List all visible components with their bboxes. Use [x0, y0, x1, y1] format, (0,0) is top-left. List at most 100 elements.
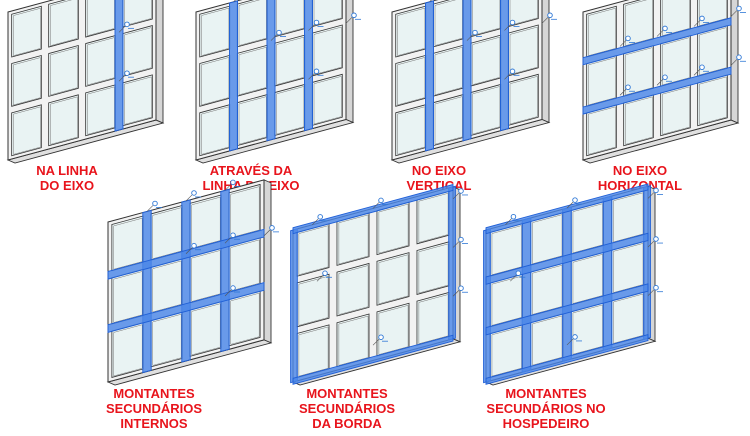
caption-line: SECUNDÁRIOS: [105, 401, 203, 416]
mullion-tag-icon: [547, 12, 553, 19]
glass-pane: [336, 262, 370, 317]
pane-bevel: [613, 243, 644, 293]
pane-bevel: [13, 7, 41, 56]
wall-side-face: [263, 179, 272, 344]
pane-bevel: [418, 243, 449, 294]
tag-leader: [466, 34, 474, 41]
caption-line: HORIZONTAL: [597, 178, 683, 193]
mullion-tag-icon: [510, 214, 517, 220]
pane-bevel: [87, 0, 115, 37]
mullion-tag-icon: [653, 236, 659, 242]
pane-bevel: [509, 76, 538, 125]
mullion-tag-icon: [378, 334, 384, 340]
wall-side-face: [345, 0, 354, 124]
tag-leader: [541, 17, 549, 24]
tag-leader: [429, 0, 432, 3]
mullion-tag-icon: [662, 74, 668, 81]
mullion-tag-icon: [276, 29, 282, 36]
tag-leader: [372, 202, 380, 209]
tag-leader: [233, 0, 236, 3]
pane-bevel: [298, 275, 329, 326]
pane-bevel: [699, 27, 727, 76]
pane-bevel: [238, 0, 267, 46]
pane-bevel: [472, 36, 501, 86]
highlighted-mullion: [643, 185, 651, 341]
highlighted-mullion: [220, 188, 230, 353]
pane-bevel: [434, 46, 463, 96]
curtain-wall-illustration: [390, 0, 557, 164]
caption-line: MONTANTES: [505, 386, 587, 401]
pane-bevel: [572, 304, 603, 355]
tag-leader: [566, 201, 574, 209]
glass-pane: [376, 252, 410, 306]
panel-no-eixo-horizontal: NO EIXO HORIZONTAL: [575, 0, 750, 200]
pane-bevel: [87, 37, 115, 86]
pane-bevel: [491, 326, 522, 377]
mullion-tag-icon: [515, 270, 522, 276]
mullion-tag-icon: [653, 187, 659, 194]
highlighted-mullion: [485, 283, 649, 336]
pane-bevel: [201, 106, 230, 155]
pane-bevel: [313, 0, 342, 26]
pane-bevel: [378, 305, 409, 355]
mullion-tag-icon: [351, 12, 357, 19]
caption-line: NO EIXO: [411, 163, 467, 178]
panel-montantes-hospedeiro: MONTANTES SECUNDÁRIOS NO HOSPEDEIRO: [478, 183, 673, 436]
mullion-tag-icon: [269, 225, 275, 231]
wall-side-face: [155, 0, 164, 124]
highlighted-mullion: [448, 185, 456, 341]
caption-line: DA BORDA: [312, 416, 382, 431]
pane-bevel: [13, 57, 41, 106]
tag-leader: [730, 10, 738, 17]
tag-leader: [504, 24, 511, 31]
pane-bevel: [434, 0, 463, 46]
tag-leader: [566, 338, 574, 346]
highlighted-mullion: [499, 0, 510, 132]
mullion-tag-icon: [152, 200, 158, 207]
mullion-tag-icon: [572, 334, 578, 340]
highlighted-mullion: [303, 0, 314, 132]
tag-leader: [118, 74, 126, 82]
caption-line: NA LINHA: [36, 163, 98, 178]
tag-leader: [270, 34, 278, 41]
highlighted-mullion: [521, 217, 532, 373]
caption-line: MONTANTES: [306, 386, 388, 401]
pane-bevel: [152, 313, 182, 366]
pane-bevel: [418, 192, 449, 243]
pane-bevel: [613, 293, 644, 344]
pane-bevel: [124, 0, 152, 27]
curtain-wall-illustration: [106, 179, 279, 386]
pane-bevel: [662, 0, 690, 37]
pane-bevel: [397, 106, 426, 155]
pane-bevel: [532, 214, 563, 265]
pane-bevel: [434, 96, 463, 145]
mullion-tag-icon: [736, 54, 742, 61]
mullion-tag-icon: [736, 5, 742, 12]
mullion-tag-icon: [230, 179, 236, 186]
tag-leader: [345, 17, 353, 24]
mullion-tag-icon: [458, 285, 464, 291]
pane-bevel: [509, 26, 538, 75]
highlighted-mullion: [107, 282, 265, 333]
mullion-tag-icon: [313, 68, 320, 75]
caption-line: SECUNDÁRIOS NO: [486, 401, 606, 416]
highlighted-mullion: [292, 334, 454, 385]
tag-leader: [452, 192, 460, 200]
tag-leader: [224, 289, 232, 297]
pane-bevel: [238, 46, 267, 96]
mullion-tag-icon: [230, 232, 236, 238]
tag-leader: [693, 69, 701, 76]
mullion-tag-icon: [625, 35, 631, 42]
pane-bevel: [625, 47, 653, 96]
highlighted-mullion: [562, 206, 572, 362]
tag-leader: [647, 240, 655, 248]
panel-caption: NO EIXO HORIZONTAL: [580, 163, 700, 193]
pane-bevel: [378, 254, 409, 305]
mullion-tag-icon: [378, 197, 384, 204]
tag-leader: [224, 184, 232, 191]
caption-line: MONTANTES: [113, 386, 195, 401]
pane-bevel: [418, 294, 449, 345]
mullion-tag-icon: [472, 29, 478, 36]
glass-pane: [48, 0, 79, 48]
wall-side-face: [541, 0, 550, 124]
